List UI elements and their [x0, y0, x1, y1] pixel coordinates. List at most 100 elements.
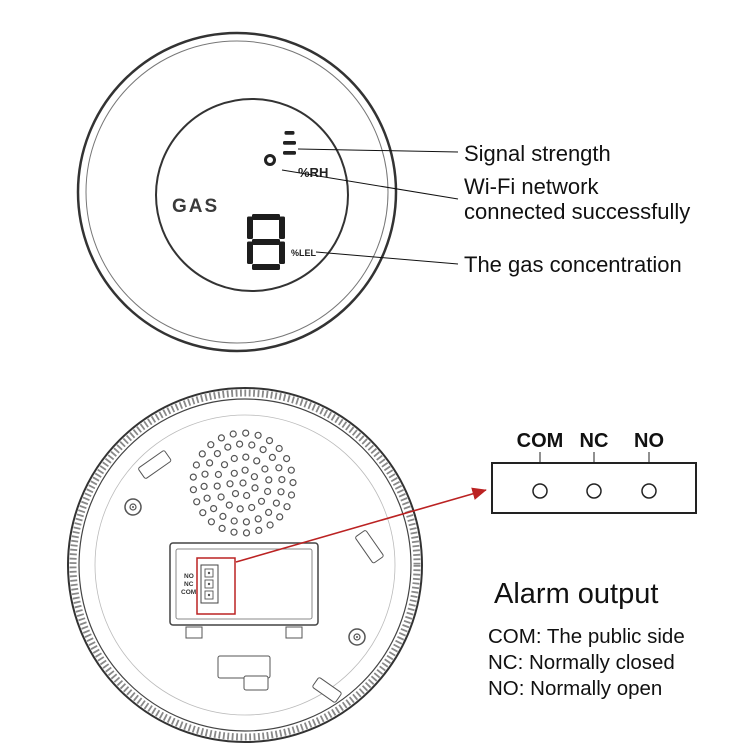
- speaker-hole: [257, 497, 266, 505]
- speaker-hole: [213, 482, 221, 490]
- speaker-hole: [275, 464, 283, 472]
- speaker-hole: [199, 509, 207, 517]
- speaker-hole: [230, 454, 238, 463]
- segment-bottom: [252, 264, 280, 270]
- mounting-slot: [312, 677, 342, 703]
- pin-label-nc: NC: [184, 581, 194, 588]
- speaker-hole: [193, 498, 201, 506]
- speaker-hole: [189, 486, 197, 494]
- speaker-hole: [200, 482, 208, 490]
- speaker-hole: [239, 479, 247, 487]
- speaker-hole: [236, 505, 244, 513]
- speaker-hole: [210, 505, 218, 513]
- mounting-slot: [138, 450, 172, 479]
- speaker-grille: [189, 429, 297, 537]
- callout-arrow: [235, 487, 487, 563]
- segment-top: [252, 214, 280, 220]
- mounting-slot: [355, 530, 384, 564]
- speaker-hole: [277, 488, 285, 496]
- speaker-hole: [265, 476, 273, 484]
- terminal-label-com: COM: [517, 430, 564, 452]
- speaker-hole: [207, 441, 215, 449]
- speaker-hole: [217, 493, 225, 501]
- speaker-hole: [189, 473, 197, 481]
- knurled-rim: [69, 389, 421, 741]
- speaker-hole: [218, 524, 226, 533]
- terminal-label-no: NO: [634, 430, 664, 452]
- segment-top-right: [279, 216, 285, 239]
- speaker-hole: [268, 453, 276, 461]
- leader-line-gas: [315, 251, 459, 265]
- segment-bottom-left: [247, 241, 253, 264]
- rh-unit-label: %RH: [298, 165, 328, 180]
- speaker-hole: [283, 503, 291, 511]
- speaker-hole: [201, 470, 209, 478]
- back-view: NO NC COM: [67, 387, 487, 743]
- speaker-hole: [217, 434, 225, 442]
- signal-bar-icon: [283, 151, 296, 155]
- speaker-hole: [266, 521, 274, 529]
- segment-middle: [252, 239, 280, 245]
- speaker-hole: [242, 453, 250, 461]
- leader-line-signal: [297, 148, 459, 153]
- battery-door-clip: [243, 675, 269, 691]
- pin-label-no: NO: [184, 573, 194, 580]
- speaker-hole: [243, 491, 251, 500]
- speaker-hole: [207, 518, 215, 526]
- speaker-hole: [226, 480, 234, 488]
- speaker-hole: [253, 457, 261, 465]
- alarm-desc-com: COM: The public side: [488, 625, 685, 648]
- speaker-hole: [276, 513, 284, 521]
- speaker-hole: [287, 491, 296, 499]
- gas-concentration-digit: [247, 214, 285, 270]
- alarm-output-title: Alarm output: [494, 578, 658, 610]
- speaker-hole: [261, 465, 269, 473]
- speaker-hole: [278, 476, 286, 484]
- lcd-display-circle: [155, 98, 349, 292]
- screw-top-left: [124, 498, 142, 516]
- speaker-hole: [254, 431, 262, 439]
- speaker-hole: [203, 494, 211, 502]
- speaker-hole: [230, 469, 238, 477]
- terminal-hole-nc: [586, 483, 602, 499]
- compartment-inner: [175, 548, 313, 620]
- speaker-hole: [248, 503, 256, 512]
- alarm-output-detail: COM NC NO Alarm output COM: The public s…: [488, 430, 697, 700]
- screw-bottom-right: [348, 628, 366, 646]
- speaker-hole: [220, 461, 229, 469]
- speaker-hole: [219, 512, 227, 521]
- alarm-desc-nc: NC: Normally closed: [488, 651, 675, 674]
- device-outer-ring: [76, 31, 398, 353]
- annotation-gas-concentration: The gas concentration: [464, 252, 682, 277]
- speaker-hole: [275, 444, 283, 453]
- terminal-connector: [200, 564, 219, 604]
- latch-right: [285, 626, 303, 639]
- speaker-hole: [206, 459, 214, 467]
- speaker-hole: [214, 470, 222, 479]
- speaker-hole: [259, 446, 267, 454]
- speaker-hole: [254, 515, 262, 523]
- annotation-wifi-line1: Wi-Fi network: [464, 174, 599, 199]
- speaker-hole: [192, 461, 200, 469]
- speaker-hole: [272, 499, 280, 507]
- speaker-hole: [236, 440, 244, 448]
- leader-line-wifi: [281, 169, 459, 200]
- speaker-hole: [224, 443, 232, 451]
- speaker-hole: [248, 441, 256, 449]
- segment-bottom-right: [279, 241, 285, 264]
- annotation-signal-strength: Signal strength: [464, 141, 611, 166]
- annotation-wifi-line2: connected successfully: [464, 199, 690, 224]
- lel-unit-label: %LEL: [291, 248, 317, 258]
- terminal-highlight-box: [196, 557, 236, 615]
- signal-bar-icon: [283, 141, 296, 145]
- alarm-desc-no: NO: Normally open: [488, 677, 662, 700]
- speaker-hole: [255, 526, 263, 535]
- compartment-outer: [169, 542, 319, 626]
- speaker-hole: [241, 466, 249, 474]
- speaker-hole: [242, 529, 251, 537]
- speaker-hole: [287, 466, 295, 474]
- segment-top-left: [247, 216, 253, 239]
- signal-dot-icon: [264, 154, 276, 166]
- speaker-hole: [250, 473, 258, 481]
